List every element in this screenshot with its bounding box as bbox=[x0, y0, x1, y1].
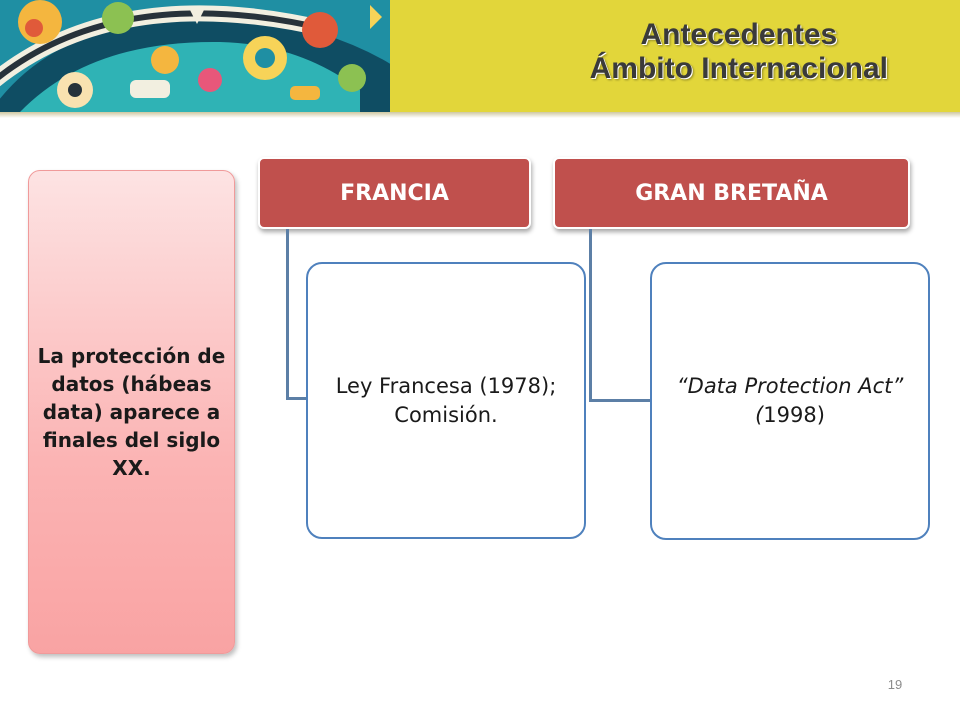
page-number: 19 bbox=[887, 677, 903, 692]
francia-header: FRANCIA bbox=[258, 157, 531, 229]
header-band: Antecedentes Ámbito Internacional bbox=[0, 0, 960, 118]
gran-bretana-act-name: “Data Protection Act” ( bbox=[676, 374, 904, 427]
title-line-1: Antecedentes bbox=[640, 18, 838, 51]
title-line-2: Ámbito Internacional bbox=[589, 52, 888, 85]
left-panel-text: La protección de datos (hábeas data) apa… bbox=[37, 344, 226, 480]
left-panel: La protección de datos (hábeas data) apa… bbox=[28, 170, 235, 654]
header-illustration bbox=[0, 0, 390, 112]
gran-bretana-content-text: “Data Protection Act” (1998) bbox=[664, 372, 916, 430]
francia-content-box: Ley Francesa (1978); Comisión. bbox=[306, 262, 586, 539]
gran-bretana-connector bbox=[589, 229, 654, 402]
francia-content-text: Ley Francesa (1978); Comisión. bbox=[335, 373, 557, 427]
gran-bretana-content-box: “Data Protection Act” (1998) bbox=[650, 262, 930, 540]
gran-bretana-act-close: ) bbox=[816, 403, 825, 427]
francia-connector bbox=[286, 229, 311, 400]
slide-title: Antecedentes Ámbito Internacional bbox=[590, 18, 888, 86]
gran-bretana-header: GRAN BRETAÑA bbox=[553, 157, 910, 229]
gran-bretana-act-year: 1998 bbox=[763, 403, 817, 427]
